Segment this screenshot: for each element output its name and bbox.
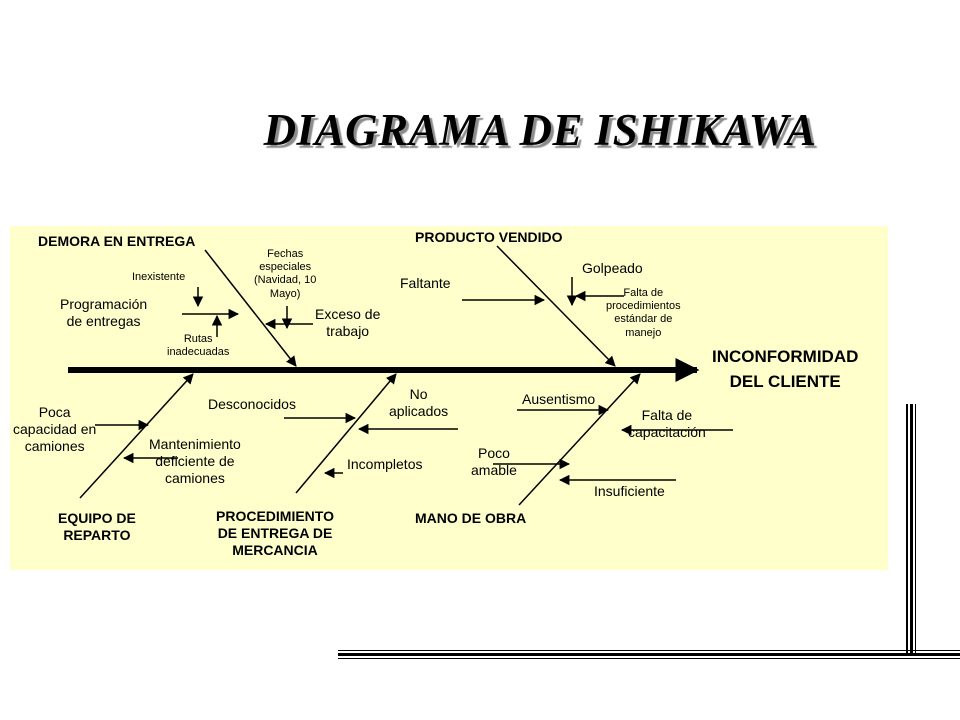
- bone-mano-obra: [518, 373, 641, 506]
- category-mano-obra: MANO DE OBRA: [415, 510, 527, 526]
- cause-mantenimiento: Mantenimiento deficiente de camiones: [149, 436, 241, 486]
- category-demora: DEMORA EN ENTREGA: [38, 233, 196, 249]
- cause-ausentismo: Ausentismo: [522, 391, 596, 407]
- frame-horizontal-3: [338, 658, 960, 659]
- frame-vertical-3: [915, 404, 916, 656]
- bone-producto: [496, 245, 616, 367]
- cause-fechas: Fechas especiales (Navidad, 10 Mayo): [254, 248, 317, 300]
- cause-programacion: Programación de entregas: [60, 296, 148, 329]
- category-equipo: EQUIPO DE REPARTO: [58, 510, 136, 543]
- cause-inexistente: Inexistente: [132, 271, 186, 283]
- frame-horizontal-1: [338, 650, 960, 651]
- effect-label: INCONFORMIDAD DEL CLIENTE: [712, 347, 859, 391]
- diagram-panel: [10, 226, 888, 570]
- bone-procedimiento: [295, 373, 397, 494]
- cause-faltante: Faltante: [400, 275, 451, 291]
- cause-falta-capacitacion: Falta de capacitación: [628, 407, 706, 440]
- cause-rutas: Rutas inadecuadas: [167, 333, 230, 359]
- frame-vertical-1: [906, 404, 908, 656]
- cause-poco-amable: Poco amable: [471, 445, 517, 478]
- cause-incompletos: Incompletos: [347, 456, 423, 472]
- bone-equipo: [79, 373, 194, 499]
- cause-desconocidos: Desconocidos: [208, 396, 296, 412]
- frame-horizontal-2: [338, 653, 960, 656]
- cause-exceso: Exceso de trabajo: [315, 306, 381, 339]
- category-producto: PRODUCTO VENDIDO: [415, 229, 563, 245]
- cause-falta-procedimientos: Falta de procedimientos estándar de mane…: [606, 287, 681, 339]
- cause-golpeado: Golpeado: [582, 260, 643, 276]
- slide-title: DIAGRAMA DE ISHIKAWA: [263, 105, 817, 155]
- frame-vertical-2: [910, 404, 913, 656]
- cause-insuficiente: Insuficiente: [594, 483, 665, 499]
- category-procedimiento: PROCEDIMIENTO DE ENTREGA DE MERCANCIA: [216, 508, 334, 558]
- cause-no-aplicados: No aplicados: [389, 386, 449, 419]
- cause-poca-capacidad: Poca capacidad en camiones: [13, 404, 97, 454]
- bone-demora: [204, 249, 297, 367]
